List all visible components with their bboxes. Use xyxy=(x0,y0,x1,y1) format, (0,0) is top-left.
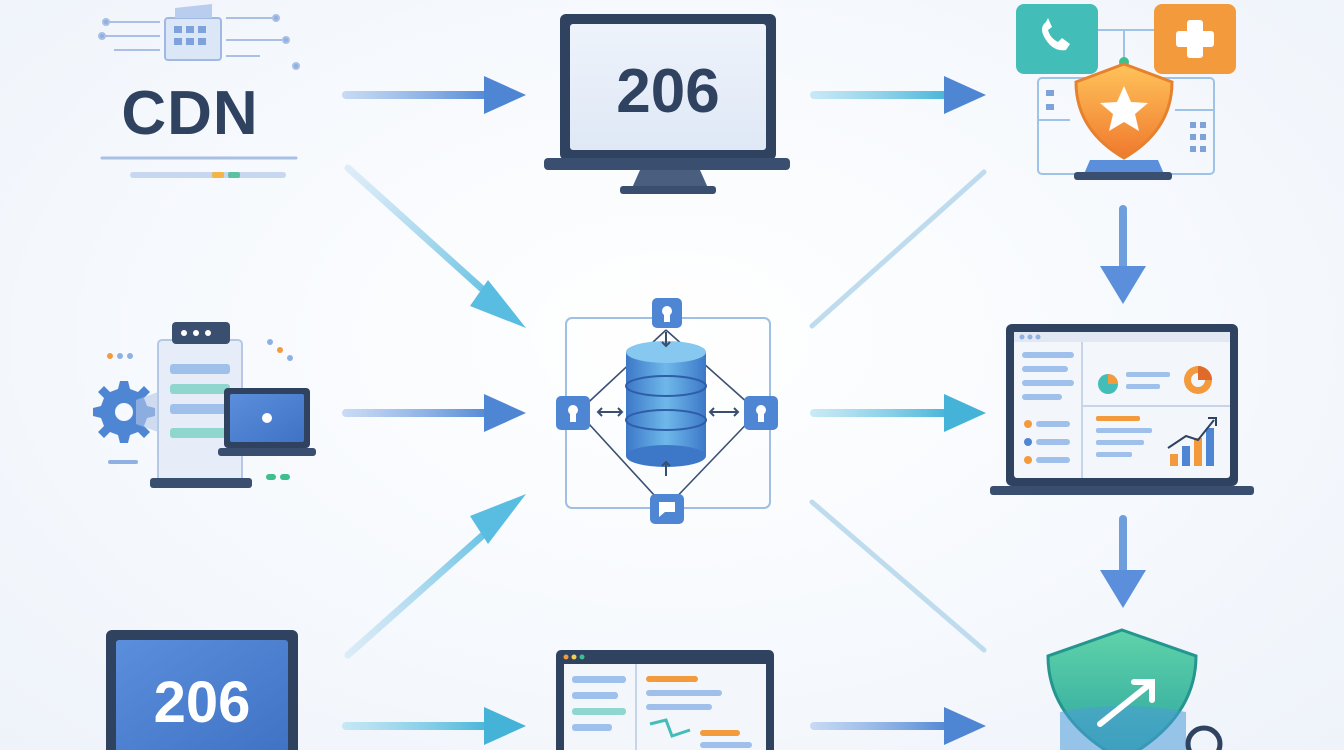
analytics-laptop-icon xyxy=(990,324,1254,495)
shield-stand xyxy=(1074,172,1172,180)
plus-icon xyxy=(1154,4,1236,74)
arrow-dashboard-to-shield xyxy=(810,707,986,745)
node-top-icon xyxy=(652,298,682,328)
dashboard-window-icon xyxy=(556,650,774,750)
analytics-node xyxy=(990,324,1254,495)
connector-database-to-shield xyxy=(809,499,987,653)
chat-bottom-icon xyxy=(650,494,684,524)
laptop-icon xyxy=(218,388,316,456)
security-node xyxy=(1016,4,1236,180)
arrow-diagonal-monitor-to-database xyxy=(344,494,526,659)
arrow-bottom-monitor-to-dashboard xyxy=(342,707,526,745)
lock-right-icon xyxy=(744,396,778,430)
connector-database-to-security xyxy=(809,169,987,329)
cdn-node: CDN xyxy=(98,4,300,178)
database-network-icon xyxy=(596,332,740,476)
arrow-analytics-to-shield xyxy=(1100,515,1146,608)
server-gear-icon xyxy=(93,322,252,488)
cdn-status-bar xyxy=(130,172,286,178)
cdn-label: CDN xyxy=(121,79,258,148)
monitor-top-node: 206 xyxy=(544,14,790,194)
shield-final-node xyxy=(1046,628,1223,750)
monitor-bottom-node: 206 xyxy=(106,630,298,750)
circuit-lines xyxy=(98,14,300,70)
shield-check-icon xyxy=(1046,628,1223,750)
phone-icon xyxy=(1016,4,1098,74)
monitor-bottom-label: 206 xyxy=(154,670,251,735)
server-decor-dots xyxy=(107,339,293,480)
dashboard-node xyxy=(556,650,774,750)
frame-dots xyxy=(1046,90,1206,152)
arrow-server-to-database xyxy=(342,394,526,432)
lock-left-icon xyxy=(556,396,590,430)
security-shield-icon xyxy=(1074,62,1174,160)
server-node xyxy=(93,322,316,488)
cdn-building-icon xyxy=(164,4,222,61)
arrow-database-to-analytics xyxy=(810,394,986,432)
monitor-blue-icon xyxy=(106,630,298,750)
monitor-top-label: 206 xyxy=(616,57,719,126)
database-node xyxy=(556,298,778,524)
arrow-diagonal-cdn-to-database xyxy=(344,164,526,328)
monitor-icon xyxy=(544,14,790,194)
arrow-cdn-to-monitor xyxy=(342,76,526,114)
arrow-security-to-analytics xyxy=(1100,205,1146,304)
shield-base xyxy=(1084,160,1164,174)
arrow-monitor-to-security xyxy=(810,76,986,114)
